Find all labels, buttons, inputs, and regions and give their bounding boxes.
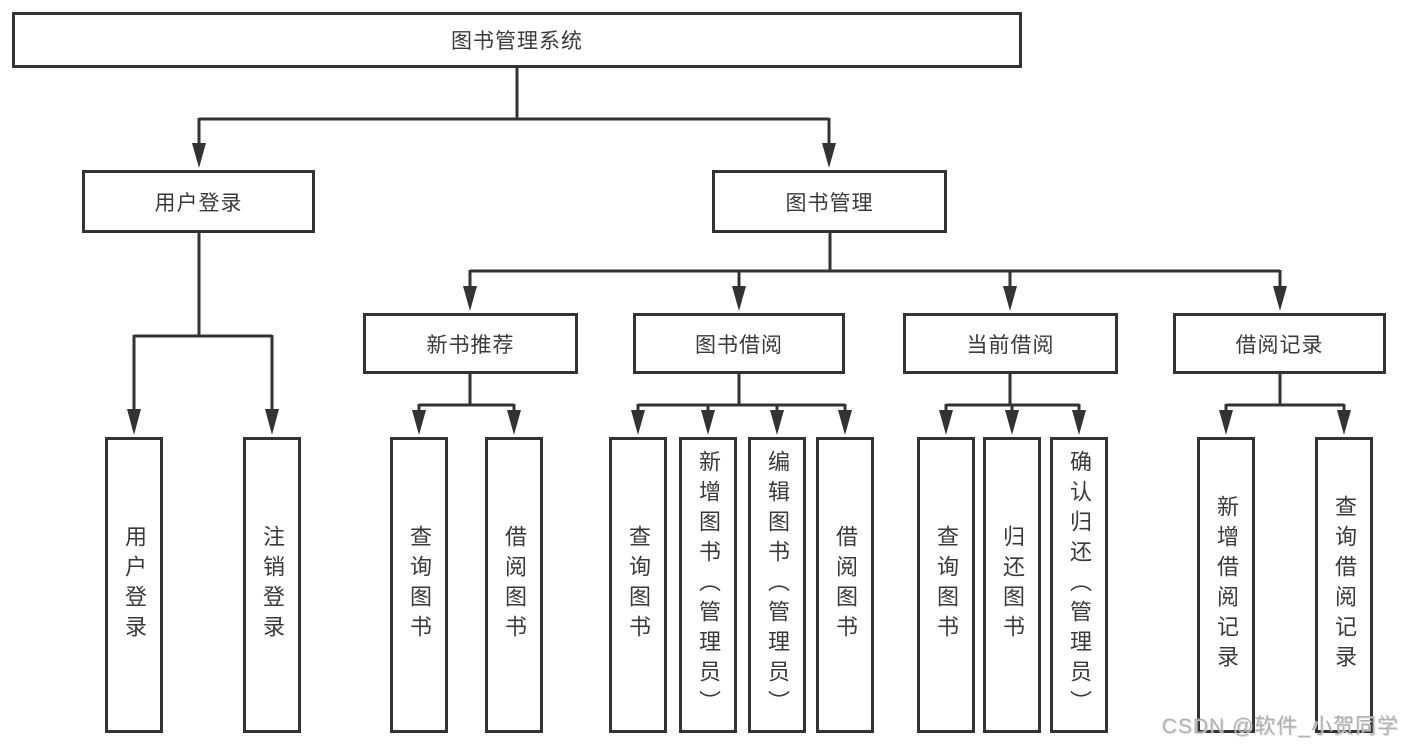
leaf-return-books-label: 归还图书 — [1000, 525, 1025, 645]
leaf-user-login: 用户登录 — [105, 437, 163, 733]
leaf-query-borrow-record-label: 查询借阅记录 — [1332, 495, 1357, 675]
node-new-book-recommend: 新书推荐 — [363, 313, 578, 374]
leaf-query-books-borrowing-label: 查询图书 — [626, 525, 651, 645]
node-borrowing-records: 借阅记录 — [1173, 313, 1386, 374]
leaf-borrow-books: 借阅图书 — [816, 437, 874, 733]
leaf-add-borrow-record: 新增借阅记录 — [1197, 437, 1255, 733]
leaf-borrow-books-recommend: 借阅图书 — [485, 437, 543, 733]
leaf-query-books-recommend-label: 查询图书 — [407, 525, 432, 645]
csdn-watermark: CSDN @软件_小贺同学 — [1161, 715, 1399, 738]
leaf-borrow-books-label: 借阅图书 — [833, 525, 858, 645]
node-book-management: 图书管理 — [712, 170, 947, 233]
leaf-logout: 注销登录 — [243, 437, 301, 733]
leaf-query-books-recommend: 查询图书 — [390, 437, 448, 733]
node-current-borrowing: 当前借阅 — [903, 313, 1118, 374]
node-user-login: 用户登录 — [82, 170, 315, 233]
node-book-borrowing: 图书借阅 — [633, 313, 845, 374]
leaf-confirm-return-admin: 确认归还（管理员） — [1050, 437, 1108, 733]
leaf-add-book-admin-label: 新增图书（管理员） — [696, 450, 721, 720]
leaf-confirm-return-admin-label: 确认归还（管理员） — [1067, 450, 1092, 720]
leaf-logout-label: 注销登录 — [260, 525, 285, 645]
leaf-edit-book-admin-label: 编辑图书（管理员） — [765, 450, 790, 720]
leaf-borrow-books-recommend-label: 借阅图书 — [502, 525, 527, 645]
leaf-query-books-borrowing: 查询图书 — [609, 437, 667, 733]
leaf-add-book-admin: 新增图书（管理员） — [679, 437, 737, 733]
leaf-return-books: 归还图书 — [983, 437, 1041, 733]
leaf-user-login-label: 用户登录 — [122, 525, 147, 645]
node-library-management-system: 图书管理系统 — [12, 12, 1022, 68]
leaf-add-borrow-record-label: 新增借阅记录 — [1214, 495, 1239, 675]
leaf-edit-book-admin: 编辑图书（管理员） — [748, 437, 806, 733]
leaf-query-borrow-record: 查询借阅记录 — [1315, 437, 1373, 733]
leaf-query-books-current-label: 查询图书 — [934, 525, 959, 645]
leaf-query-books-current: 查询图书 — [917, 437, 975, 733]
